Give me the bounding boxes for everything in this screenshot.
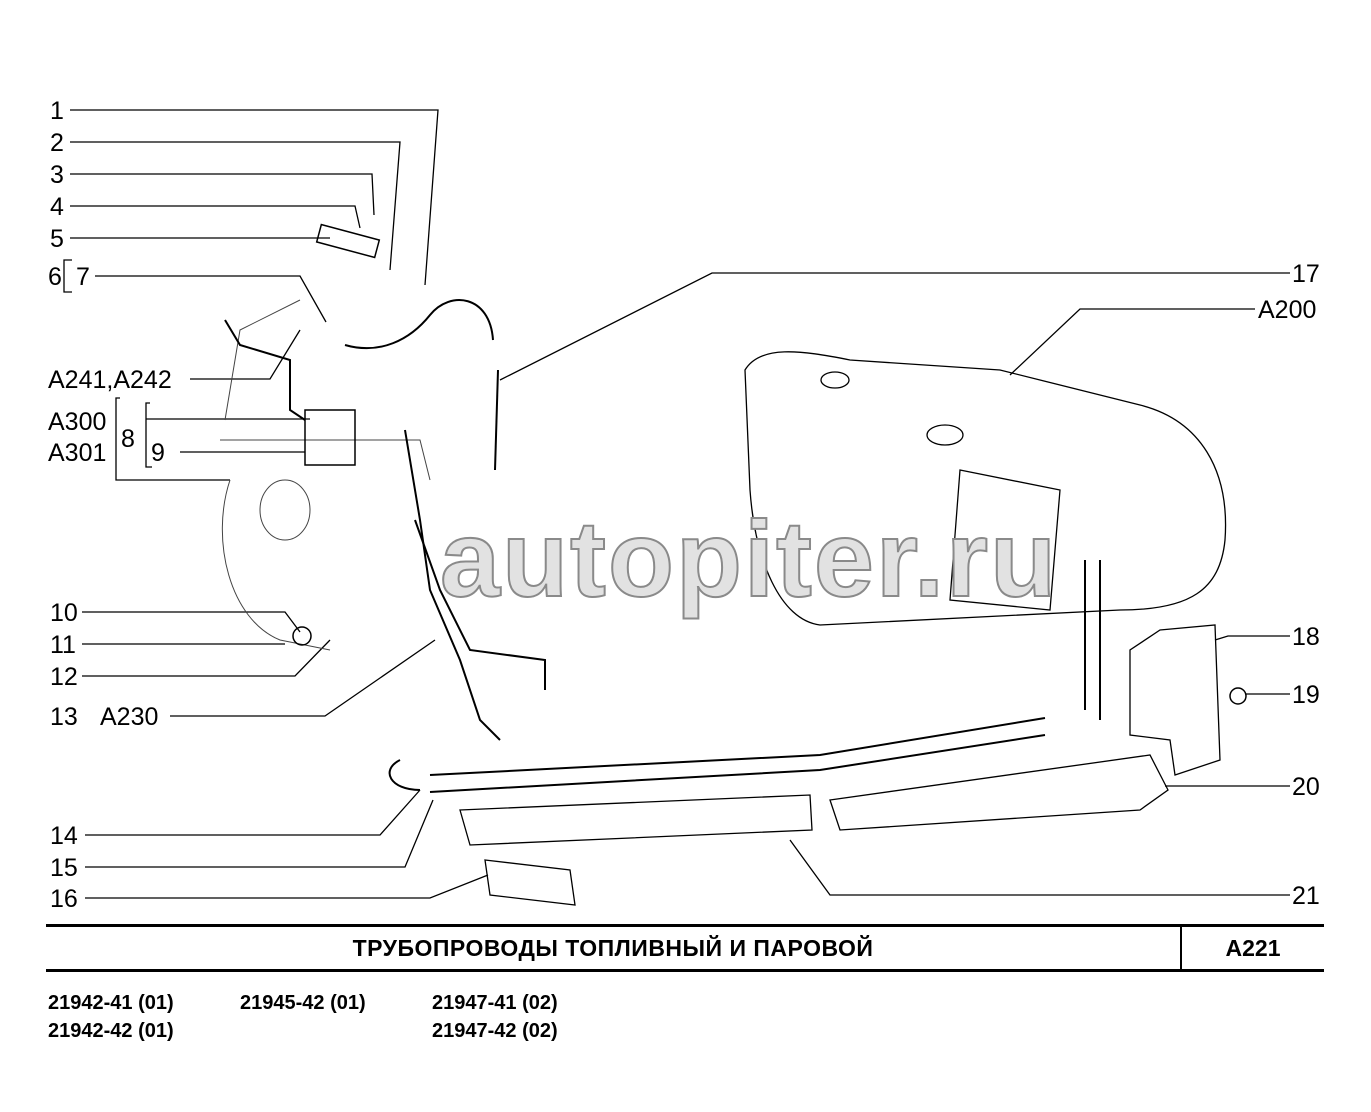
- fuel-lines: [224, 299, 1101, 793]
- callout-2: 2: [50, 129, 64, 157]
- callout-18: 18: [1292, 623, 1320, 651]
- callout-9: 9: [151, 439, 165, 467]
- callout-a230: A230: [100, 703, 159, 731]
- engine-sketch: [220, 299, 431, 651]
- title-block: ТРУБОПРОВОДЫ ТОПЛИВНЫЙ И ПАРОВОЙ A221: [46, 924, 1324, 972]
- model-code: 21945-42 (01): [240, 992, 366, 1014]
- model-code: 21947-42 (02): [432, 1020, 558, 1042]
- clip-16: [484, 859, 576, 906]
- callout-21: 21: [1292, 882, 1320, 910]
- fuel-tank: [744, 351, 1227, 626]
- callout-a301: A301: [48, 439, 107, 467]
- diagram-title: ТРУБОПРОВОДЫ ТОПЛИВНЫЙ И ПАРОВОЙ: [352, 935, 874, 961]
- nut-19: [1229, 687, 1247, 705]
- line-guard-21: [459, 794, 813, 846]
- callout-14: 14: [50, 822, 78, 850]
- callout-11: 11: [50, 631, 76, 659]
- bracket-5: [315, 223, 381, 259]
- callout-4: 4: [50, 193, 64, 221]
- callout-8: 8: [121, 425, 135, 453]
- callout-1: 1: [50, 97, 64, 125]
- callout-3: 3: [50, 161, 64, 189]
- callout-16: 16: [50, 885, 78, 913]
- callout-19: 19: [1292, 681, 1320, 709]
- callout-12: 12: [50, 663, 78, 691]
- canister: [304, 409, 356, 466]
- callout-13: 13: [50, 703, 78, 731]
- nut-11: [292, 626, 312, 646]
- line-guard-20: [829, 754, 1169, 831]
- callout-5: 5: [50, 225, 64, 253]
- model-code: 21942-42 (01): [48, 1020, 174, 1042]
- callout-a200: A200: [1258, 296, 1317, 324]
- model-code: 21942-41 (01): [48, 992, 174, 1014]
- callout-17: 17: [1292, 260, 1320, 288]
- diagram-code: A221: [1225, 935, 1281, 961]
- model-code: 21947-41 (02): [432, 992, 558, 1014]
- callout-7: 7: [76, 263, 90, 291]
- callout-6: 6: [48, 263, 62, 291]
- title-divider: [1180, 927, 1182, 969]
- callout-15: 15: [50, 854, 78, 882]
- leader-lines: [63, 109, 1290, 899]
- callout-20: 20: [1292, 773, 1320, 801]
- callout-a241-a242: A241,A242: [48, 366, 172, 394]
- callout-a300: A300: [48, 408, 107, 436]
- watermark: autopiter.ru: [439, 498, 1059, 619]
- callout-10: 10: [50, 599, 78, 627]
- heat-shield: [1129, 624, 1221, 776]
